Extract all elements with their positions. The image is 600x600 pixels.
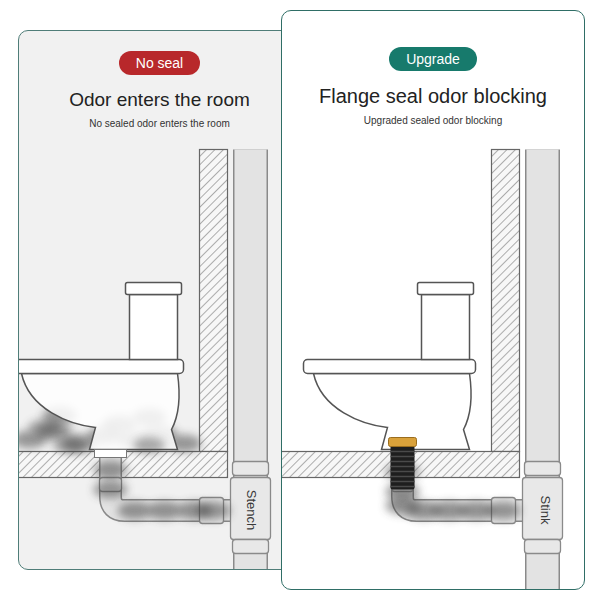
open-flange — [95, 450, 127, 458]
pipe-fitting — [523, 478, 563, 540]
odor-smoke — [197, 502, 231, 520]
seal-rib — [391, 461, 415, 463]
panel-subtitle: No sealed odor enters the room — [19, 118, 300, 129]
toilet-illustration — [19, 31, 301, 570]
odor-smoke — [118, 502, 152, 520]
panel-title: Flange seal odor blocking — [282, 85, 584, 108]
panel-subtitle: Upgraded sealed odor blocking — [282, 115, 584, 126]
badge-text: No seal — [136, 55, 183, 71]
toilet-rim — [19, 360, 184, 374]
odor-smoke — [54, 438, 86, 454]
badge-text: Upgrade — [406, 51, 460, 67]
odor-smoke — [94, 481, 128, 499]
pipe-label: Stench — [244, 490, 259, 530]
seal-rib — [391, 471, 415, 473]
tank-lid — [418, 283, 474, 295]
toilet-rim — [304, 360, 476, 374]
seal-rib — [391, 481, 415, 483]
pipe-fitting — [233, 462, 269, 476]
status-badge: No seal — [119, 51, 200, 75]
toilet-bowl — [314, 374, 472, 450]
toilet-tank — [130, 295, 178, 360]
odor-smoke — [134, 438, 166, 454]
pipe-fitting — [525, 540, 561, 554]
seal-rib — [391, 451, 415, 453]
toilet-tank — [422, 295, 470, 360]
seal-rib — [391, 466, 415, 468]
wall — [492, 150, 520, 452]
seal-collar — [389, 438, 417, 447]
odor-smoke — [487, 502, 521, 520]
status-badge: Upgrade — [389, 47, 477, 71]
odor-smoke — [29, 420, 61, 436]
flange-seal — [391, 444, 415, 490]
pipe-label: Stink — [538, 496, 553, 525]
odor-smoke — [148, 502, 182, 520]
pipe-fitting — [231, 478, 271, 540]
tank-lid — [126, 283, 182, 295]
panel-title: Odor enters the room — [19, 89, 300, 111]
seal-rib — [391, 476, 415, 478]
odor-smoke — [94, 461, 128, 479]
comparison-panel: No sealOdor enters the room No sealed odo… — [18, 30, 301, 570]
seal-rib — [391, 486, 415, 488]
pipe-fitting — [525, 462, 561, 476]
seal-rib — [391, 456, 415, 458]
wall — [200, 150, 228, 452]
pipe-fitting — [233, 540, 269, 554]
